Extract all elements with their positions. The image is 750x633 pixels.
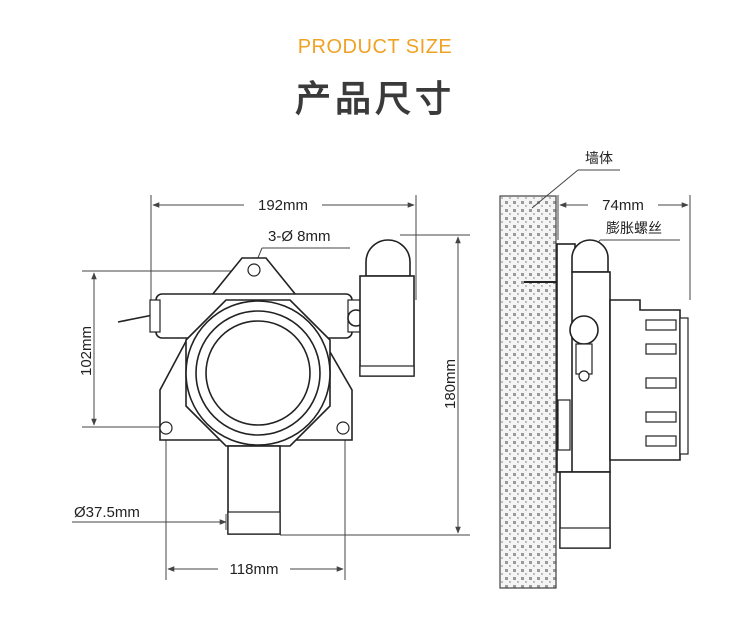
mounting-hole [336, 421, 350, 435]
alarm-lamp-body [359, 275, 415, 377]
leader-line [531, 169, 579, 209]
front-view: 192mm 3-Ø 8mm 102mm 180mm Ø37.5mm 118mm [72, 195, 470, 580]
mounting-hole [159, 421, 173, 435]
wall [499, 195, 557, 589]
cooling-fin [645, 377, 677, 389]
cooling-fin [645, 319, 677, 331]
dimension-label-width: 192mm [258, 197, 308, 214]
section-title: 产品尺寸 [294, 79, 455, 120]
side-mount-hole [578, 370, 590, 382]
housing-side-cap [149, 299, 161, 333]
side-view: 墙体 74mm 膨胀螺丝 [499, 151, 691, 589]
dimension-label-holes: 3-Ø 8mm [268, 228, 331, 245]
dimension-label-height: 102mm [78, 326, 95, 376]
cooling-fin [645, 411, 677, 423]
dimension-label-base-width: 118mm [230, 561, 279, 578]
dimension-label-sensor-diameter: Ø37.5mm [74, 504, 140, 521]
screw-label: 膨胀螺丝 [606, 220, 662, 237]
side-gland-nut [575, 343, 593, 375]
side-sensor-cap [559, 527, 611, 549]
mounting-hole [247, 263, 261, 277]
side-detail-block [557, 399, 571, 451]
wall-label: 墙体 [585, 151, 613, 167]
alarm-lamp-base [359, 365, 415, 377]
cooling-fin [645, 435, 677, 447]
dimension-label-total-height: 180mm [442, 359, 459, 409]
side-alarm-lamp-dome [571, 239, 609, 273]
section-subtitle: PRODUCT SIZE [297, 36, 453, 58]
display-window [205, 320, 311, 426]
dimension-label-depth: 74mm [602, 197, 644, 214]
sensor-cap [227, 511, 281, 535]
cooling-fin [645, 343, 677, 355]
side-cover-rim [679, 317, 689, 455]
alarm-lamp-dome [365, 239, 411, 277]
side-cable-gland [569, 315, 599, 345]
